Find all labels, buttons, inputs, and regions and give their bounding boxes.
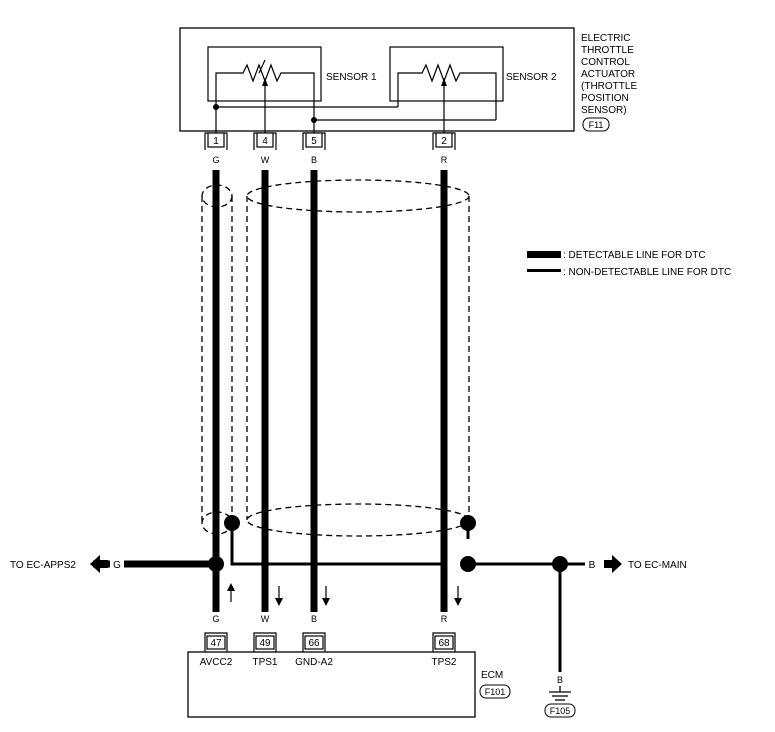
pin-number: 5	[311, 136, 317, 147]
actuator-title-line: SENSOR)	[581, 105, 627, 116]
pin-number: 2	[441, 136, 447, 147]
actuator-title: ELECTRIC THROTTLE CONTROL ACTUATOR (THRO…	[581, 33, 637, 116]
connector-id-box	[479, 684, 511, 699]
junction-dot	[460, 515, 476, 531]
sensor2-label: SENSOR 2	[506, 72, 557, 83]
wire-color-label: B	[311, 614, 317, 624]
ecm-pin-66: B 66 GND-A2	[295, 612, 333, 668]
wire-color-label: G	[212, 614, 219, 624]
pin-number: 68	[438, 638, 450, 649]
signal-arrow-up-icon	[227, 583, 235, 602]
ground-connector-id: F105	[550, 706, 571, 716]
legend-detectable-swatch	[527, 251, 561, 258]
actuator-box	[179, 27, 575, 132]
wire-color-label: W	[261, 155, 270, 165]
left-branch-destination: TO EC-APPS2	[10, 560, 76, 571]
actuator-pin-4: 4 W	[253, 132, 277, 165]
connector-id-box	[582, 117, 610, 132]
signal-arrow-down-icon	[454, 586, 462, 606]
wire-color-label: R	[441, 614, 448, 624]
actuator-pin-2: 2 R	[432, 132, 456, 165]
wire-color-label: R	[441, 155, 448, 165]
wire-color-label: G	[212, 155, 219, 165]
left-arrow-icon	[90, 555, 108, 573]
actuator-title-line: ACTUATOR	[581, 69, 635, 80]
legend-non-detectable-label: : NON-DETECTABLE LINE FOR DTC	[563, 267, 731, 278]
shield-large	[246, 179, 470, 537]
wire-color-label: W	[261, 614, 270, 624]
sensor2-potentiometer-icon	[397, 63, 497, 136]
right-branch-wire-color: B	[589, 560, 596, 571]
sensor1-potentiometer-icon	[215, 59, 315, 107]
legend-non-detectable-swatch	[527, 269, 561, 272]
ecm-terminal-name: TPS1	[252, 657, 277, 668]
right-arrow-icon	[604, 555, 622, 573]
pin-number: 66	[308, 638, 320, 649]
legend-detectable-label: : DETECTABLE LINE FOR DTC	[563, 250, 706, 261]
ground-icon	[549, 686, 571, 701]
actuator-title-line: THROTTLE	[581, 45, 634, 56]
pin-number: 47	[210, 638, 222, 649]
junction-dot	[208, 556, 224, 572]
right-branch-destination: TO EC-MAIN	[628, 560, 687, 571]
junction-dot	[224, 515, 240, 531]
ecm-label: ECM	[481, 670, 503, 681]
actuator-internal-wiring	[215, 96, 497, 136]
junction-dot	[213, 104, 219, 110]
signal-arrow-down-icon	[322, 586, 330, 606]
wire-color-label: B	[311, 155, 317, 165]
ecm-box	[187, 651, 476, 718]
signal-arrow-down-icon	[275, 586, 283, 606]
ecm-pin-47: G 47 AVCC2	[200, 612, 233, 668]
left-branch-wire-color: G	[113, 560, 121, 571]
ecm-pin-68: R 68 TPS2	[431, 612, 457, 668]
actuator-title-line: CONTROL	[581, 57, 630, 68]
connector-id-box	[544, 703, 576, 718]
actuator-title-line: (THROTTLE	[581, 81, 637, 92]
actuator-title-line: ELECTRIC	[581, 33, 630, 44]
junction-dot	[460, 556, 476, 572]
ecm-terminal-name: TPS2	[431, 657, 456, 668]
non-detectable-wires	[230, 523, 586, 680]
pin-number: 49	[259, 638, 271, 649]
actuator-connector-id: F11	[589, 120, 604, 130]
actuator-pin-1: 1 G	[204, 132, 228, 165]
actuator-title-line: POSITION	[581, 93, 629, 104]
ecm-pin-49: W 49 TPS1	[252, 612, 278, 668]
ecm-terminal-name: AVCC2	[200, 657, 233, 668]
ecm-terminal-name: GND-A2	[295, 657, 333, 668]
pin-number: 4	[262, 136, 268, 147]
junction-dot	[311, 117, 317, 123]
pin-number: 1	[213, 136, 219, 147]
sensor2-box	[389, 46, 504, 102]
legend: : DETECTABLE LINE FOR DTC : NON-DETECTAB…	[527, 250, 731, 278]
actuator-pin-5: 5 B	[302, 132, 326, 165]
detectable-wires	[93, 170, 448, 618]
ground-wire-color: B	[557, 675, 563, 685]
ecm-connector-id: F101	[485, 687, 506, 697]
junction-dot	[552, 556, 568, 572]
sensor1-label: SENSOR 1	[326, 72, 377, 83]
